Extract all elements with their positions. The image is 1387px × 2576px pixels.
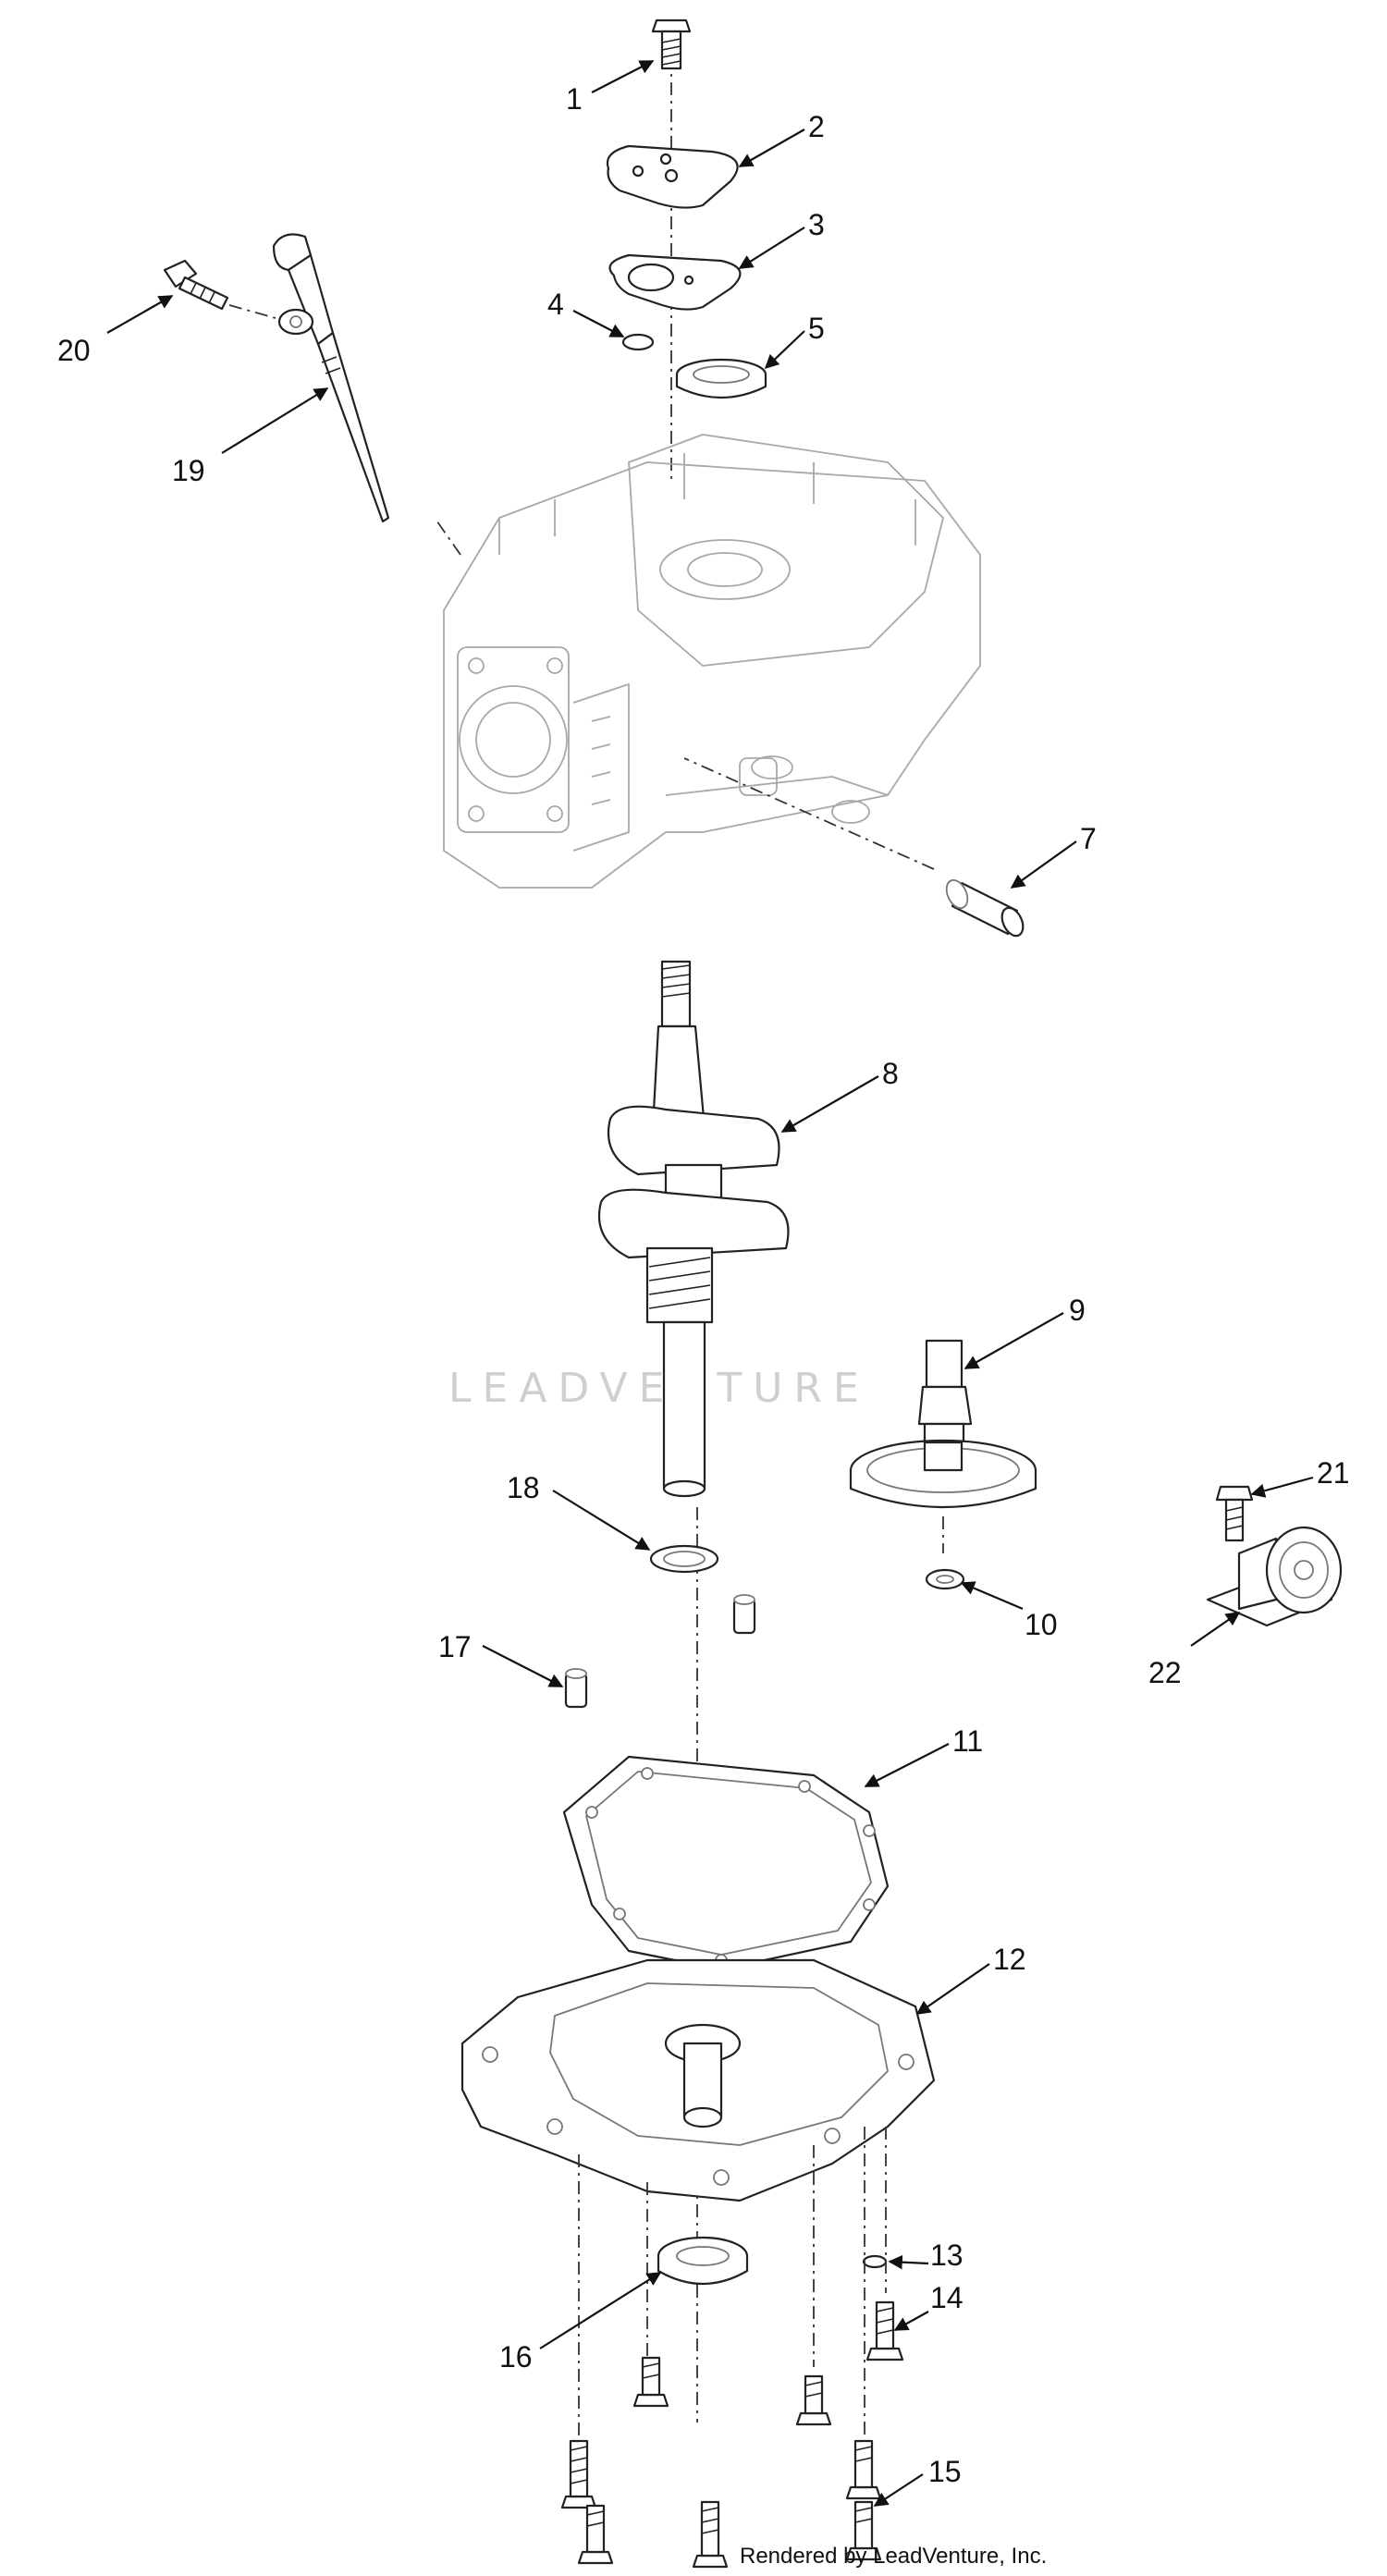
- part-19-dipstick: [272, 233, 390, 523]
- part-17-dowel-pin: [564, 1668, 588, 1709]
- part-1-bolt: [651, 18, 692, 70]
- callout-4: 4: [547, 288, 625, 337]
- part-13-washer: [862, 2254, 888, 2269]
- part-16-seal: [657, 2236, 749, 2285]
- part-14-bolt: [865, 2300, 904, 2361]
- crankcase-block: [434, 434, 981, 889]
- svg-text:5: 5: [808, 312, 825, 345]
- part-10-washer: [925, 1568, 965, 1590]
- svg-text:18: 18: [507, 1471, 540, 1504]
- lower-bolt-b: [795, 2374, 832, 2426]
- part-8-crankshaft: [597, 960, 790, 1498]
- part-7-pipe: [945, 878, 1025, 938]
- callout-8: 8: [780, 1057, 899, 1133]
- svg-text:3: 3: [808, 208, 825, 241]
- svg-text:11: 11: [952, 1724, 983, 1758]
- part-3-gasket: [608, 253, 742, 311]
- lower-bolt-a: [632, 2356, 669, 2408]
- lower-bolt-d: [577, 2504, 614, 2565]
- callout-16: 16: [499, 2272, 662, 2374]
- callout-14: 14: [893, 2281, 964, 2331]
- dowel-pin-2: [732, 1594, 756, 1635]
- part-5-seal: [675, 358, 767, 399]
- callout-22: 22: [1148, 1612, 1241, 1689]
- callout-21: 21: [1250, 1456, 1350, 1498]
- svg-text:15: 15: [928, 2455, 962, 2488]
- part-12-crankcase-cover: [460, 1958, 936, 2202]
- callout-10: 10: [960, 1581, 1058, 1641]
- part-18-washer: [649, 1544, 719, 1574]
- callout-17: 17: [438, 1630, 564, 1687]
- part-11-gasket: [562, 1755, 890, 1971]
- svg-text:8: 8: [882, 1057, 899, 1090]
- svg-text:16: 16: [499, 2340, 533, 2374]
- svg-text:9: 9: [1069, 1294, 1086, 1327]
- render-credit: Rendered by LeadVenture, Inc.: [740, 2544, 1047, 2569]
- svg-text:2: 2: [808, 110, 825, 143]
- part-2-plate: [606, 144, 739, 209]
- callout-11: 11: [864, 1724, 983, 1787]
- svg-text:12: 12: [993, 1943, 1026, 1976]
- svg-text:4: 4: [547, 288, 564, 321]
- svg-text:20: 20: [57, 334, 91, 367]
- callout-12: 12: [915, 1943, 1026, 2015]
- part-22-governor-bracket: [1206, 1526, 1343, 1627]
- bolt-axes: [578, 2127, 887, 2450]
- svg-text:17: 17: [438, 1630, 472, 1663]
- svg-text:10: 10: [1025, 1608, 1058, 1641]
- part-21-bolt: [1215, 1485, 1254, 1542]
- svg-text:13: 13: [930, 2239, 964, 2272]
- callout-3: 3: [738, 208, 825, 269]
- callout-19: 19: [172, 387, 329, 487]
- part-4-washer: [621, 333, 655, 351]
- svg-text:14: 14: [930, 2281, 964, 2314]
- callout-20: 20: [57, 295, 174, 367]
- part-9-camshaft: [849, 1339, 1037, 1553]
- watermark-text: LEADVENTURE: [448, 1365, 870, 1412]
- part-15-bolt: [845, 2500, 882, 2561]
- lower-bolt-f: [692, 2500, 729, 2569]
- svg-text:7: 7: [1080, 822, 1097, 855]
- svg-text:19: 19: [172, 454, 205, 487]
- callout-13: 13: [888, 2239, 964, 2272]
- callout-7: 7: [1010, 822, 1097, 889]
- callout-2: 2: [738, 110, 825, 167]
- part-20-bolt: [163, 259, 276, 319]
- callout-5: 5: [764, 312, 825, 370]
- lower-bolt-c: [560, 2439, 597, 2509]
- svg-text:21: 21: [1317, 1456, 1350, 1490]
- callout-9: 9: [964, 1294, 1086, 1369]
- callout-18: 18: [507, 1471, 651, 1551]
- svg-text:1: 1: [566, 82, 583, 116]
- callout-15: 15: [873, 2455, 962, 2507]
- callout-1: 1: [566, 60, 655, 116]
- svg-text:22: 22: [1148, 1656, 1182, 1689]
- lower-bolt-e: [845, 2439, 882, 2500]
